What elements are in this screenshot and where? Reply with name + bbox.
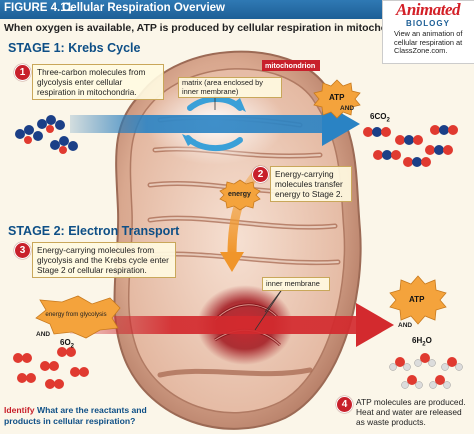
figure-number: FIGURE 4.11 — [4, 2, 73, 14]
step-3-number: 3 — [14, 242, 31, 259]
step-4-number: 4 — [336, 396, 353, 413]
identify-label: Identify — [4, 405, 35, 415]
matrix-label: matrix (area enclosed by inner membrane) — [178, 77, 282, 98]
figure-title: Cellular Respiration Overview — [62, 2, 225, 14]
figure-header — [0, 0, 474, 19]
o2-molecules — [13, 347, 89, 389]
step-2-text: Energy-carrying molecules transfer energ… — [270, 166, 352, 202]
energy-from-glycolysis-burst — [35, 295, 121, 339]
animated-subject: BIOLOGY — [406, 19, 450, 28]
energy-burst — [219, 179, 261, 211]
o2-label: 6O2 — [60, 338, 75, 350]
identify-text: What are the reactants and products in c… — [4, 405, 147, 426]
identify-question: Identify What are the reactants and prod… — [4, 405, 176, 426]
co2-label: 6CO2 — [370, 112, 390, 124]
and-label-bottom: AND — [398, 322, 413, 329]
stage2-arrow — [70, 303, 394, 347]
atp-burst-top — [313, 79, 361, 119]
and-label-left: AND — [36, 331, 51, 338]
inner-membrane-label: inner membrane — [262, 277, 330, 291]
atp-label-bottom: ATP — [409, 295, 425, 304]
step-3-text: Energy-carrying molecules from glycolysi… — [32, 242, 176, 278]
h2o-molecules — [389, 353, 463, 389]
mitochondrion-label: mitochondrion — [265, 61, 316, 70]
animated-logo: Animated — [395, 0, 461, 19]
energy-label: energy — [228, 191, 251, 198]
animated-biology-panel[interactable] — [382, 0, 474, 64]
co2-molecules — [363, 125, 458, 167]
animated-link-text[interactable]: View an animation of cellular respiratio… — [394, 29, 463, 56]
h2o-label: 6H2O — [412, 336, 432, 348]
stage1-title: STAGE 1: Krebs Cycle — [8, 41, 141, 55]
step-1-text: Three-carbon molecules from glycolysis e… — [32, 64, 164, 100]
and-label-top: AND — [340, 105, 355, 112]
step-2-number: 2 — [252, 166, 269, 183]
three-carbon-molecules — [15, 115, 78, 154]
atp-burst-bottom — [389, 275, 447, 325]
mitochondrion-label-bg — [262, 60, 320, 71]
stage2-title: STAGE 2: Electron Transport — [8, 224, 180, 238]
energy-from-glycolysis-label: energy from glycolysis — [45, 311, 107, 318]
atp-label-top: ATP — [329, 93, 345, 102]
figure-subtitle: When oxygen is available, ATP is produce… — [4, 22, 416, 34]
step-4-text: ATP molecules are produced. Heat and wat… — [356, 397, 466, 427]
step-1-number: 1 — [14, 64, 31, 81]
